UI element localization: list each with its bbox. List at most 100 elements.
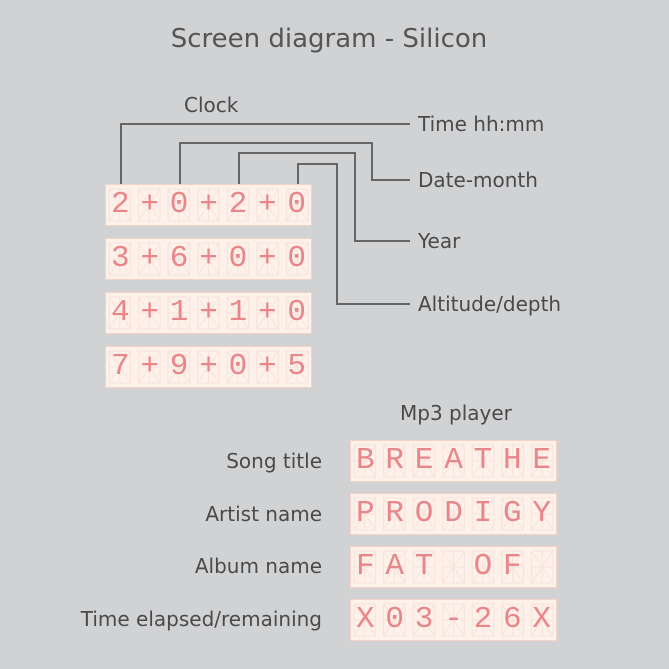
display-cell	[442, 444, 465, 478]
time-elapsed-value: X03-26X	[356, 602, 562, 637]
display-cell	[412, 603, 436, 637]
segment-off	[138, 366, 150, 384]
display-cell	[167, 350, 191, 384]
segment-off	[512, 460, 524, 478]
segment-off	[256, 296, 269, 314]
display-cell	[285, 296, 309, 330]
segment-off	[501, 497, 514, 515]
segment-off	[530, 619, 543, 637]
clock-label: Clock	[184, 93, 239, 117]
album-name-label: Album name	[194, 554, 322, 578]
segment-off	[296, 312, 309, 330]
segment-off	[423, 603, 436, 621]
segment-off	[364, 566, 377, 584]
legend-year: Year	[418, 229, 461, 253]
display-cell	[138, 296, 161, 330]
segment-off	[296, 366, 309, 384]
segment-off	[285, 350, 298, 368]
legend-date-month: Date-month	[418, 168, 538, 192]
segment-off	[412, 566, 425, 584]
segment-off	[178, 188, 191, 206]
segment-off	[167, 350, 180, 368]
segment-off	[267, 242, 279, 260]
segment-off	[119, 242, 132, 260]
clock-display-value: 2+0+2+0	[111, 187, 317, 222]
segment-off	[541, 513, 554, 531]
segment-off	[501, 566, 514, 584]
segment-off	[197, 366, 209, 384]
segment-off	[541, 497, 554, 515]
segment-off	[442, 603, 454, 621]
segment-off	[197, 312, 209, 330]
segment-off	[501, 460, 514, 478]
segment-off	[453, 460, 465, 478]
segment-off	[138, 350, 150, 368]
segment-off	[138, 258, 150, 276]
display-cell	[530, 550, 554, 584]
segment-off	[119, 312, 132, 330]
display-cell	[138, 188, 161, 222]
segment-off	[108, 366, 121, 384]
segment-off	[471, 603, 484, 621]
segment-off	[167, 188, 180, 206]
song-title-display: BREATHE	[350, 440, 557, 482]
segment-off	[285, 242, 298, 260]
segment-off	[393, 513, 406, 531]
song-title-value: BREATHE	[356, 443, 562, 478]
segment-off	[393, 619, 406, 637]
segment-off	[148, 366, 161, 384]
display-cell	[383, 444, 406, 478]
segment-off	[226, 242, 239, 260]
segment-off	[512, 497, 524, 515]
segment-off	[512, 603, 524, 621]
segment-off	[453, 550, 465, 568]
segment-off	[453, 566, 465, 584]
display-cell	[138, 350, 161, 384]
segment-off	[482, 460, 495, 478]
segment-off	[423, 513, 436, 531]
segment-grid	[350, 599, 557, 641]
segment-off	[393, 603, 406, 621]
segment-off	[364, 497, 377, 515]
segment-off	[197, 350, 209, 368]
clock-display-row: 7+9+0+5	[105, 346, 312, 388]
clock-display-row: 4+1+1+0	[105, 292, 312, 334]
segment-off	[197, 204, 209, 222]
segment-off	[208, 242, 220, 260]
diagram-title: Screen diagram - Silicon	[170, 24, 488, 54]
display-cell	[412, 444, 436, 478]
segment-off	[353, 460, 366, 478]
segment-off	[412, 497, 425, 515]
segment-off	[178, 258, 191, 276]
segment-off	[383, 566, 395, 584]
segment-off	[108, 242, 121, 260]
segment-off	[119, 258, 132, 276]
segment-off	[208, 204, 220, 222]
segment-off	[226, 188, 239, 206]
segment-off	[482, 497, 495, 515]
display-cell	[353, 550, 377, 584]
segment-off	[167, 366, 180, 384]
segment-grid	[350, 440, 557, 482]
time-elapsed-label: Time elapsed/remaining	[80, 607, 322, 631]
segment-off	[148, 258, 161, 276]
segment-off	[541, 460, 554, 478]
segment-off	[197, 242, 209, 260]
artist-name-display: PRODIGY	[350, 493, 557, 535]
segment-off	[138, 296, 150, 314]
segment-off	[393, 460, 406, 478]
display-cell	[471, 603, 495, 637]
segment-off	[482, 619, 495, 637]
segment-off	[393, 566, 406, 584]
segment-off	[119, 366, 132, 384]
display-cell	[138, 242, 161, 276]
segment-off	[512, 619, 524, 637]
segment-off	[383, 497, 395, 515]
display-cell	[285, 242, 309, 276]
segment-off	[412, 550, 425, 568]
segment-off	[267, 312, 279, 330]
display-cell	[471, 497, 495, 531]
segment-off	[285, 312, 298, 330]
segment-off	[285, 366, 298, 384]
segment-off	[393, 550, 406, 568]
